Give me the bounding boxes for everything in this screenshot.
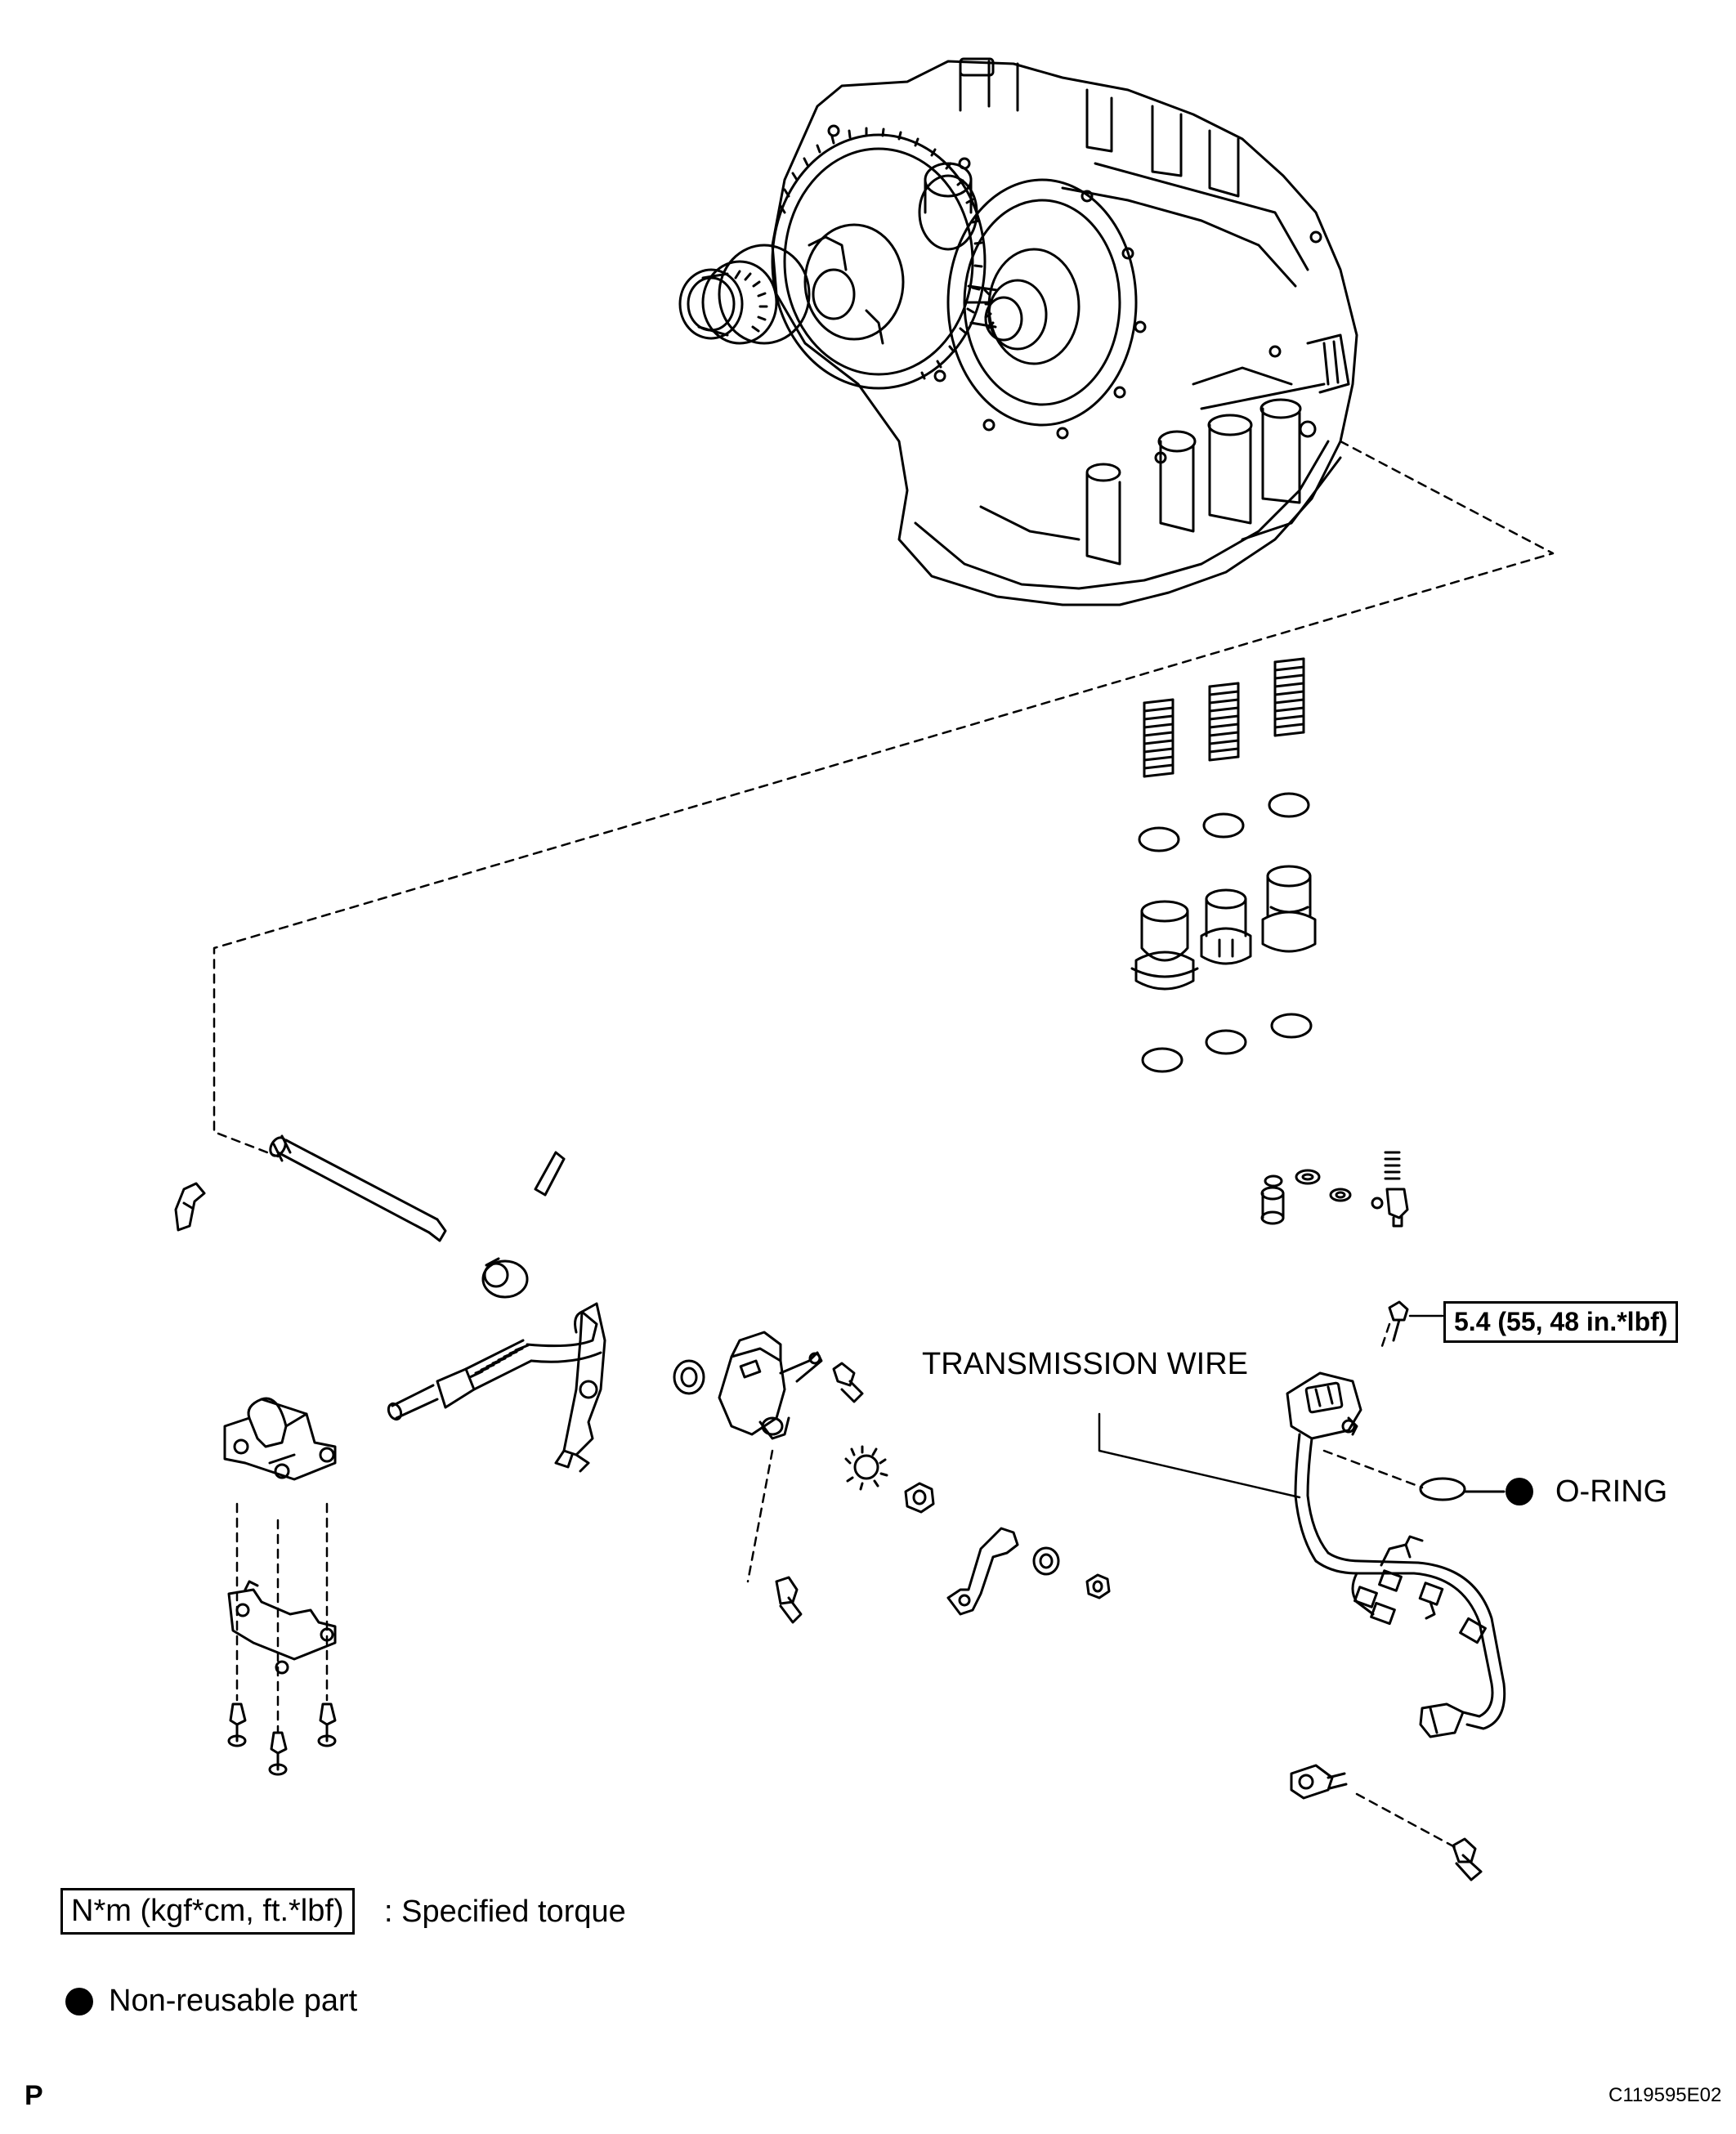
o-ring-label: O-RING	[1555, 1474, 1668, 1509]
manual-valve-lever	[946, 1527, 1019, 1616]
cable-bracket-upper	[223, 1397, 337, 1481]
leader-lines	[1098, 1314, 1444, 1499]
torque-spec-callout: 5.4 (55, 48 in.*lbf)	[1443, 1301, 1679, 1343]
spacer-collar	[481, 1257, 529, 1299]
non-reusable-legend-marker	[65, 1988, 93, 2015]
washer-ring	[673, 1359, 705, 1395]
switch-mount-bolt	[775, 1576, 803, 1624]
page-letter: P	[25, 2080, 43, 2111]
dashed-guide-lines	[213, 440, 1555, 1849]
figure-code: C119595E02	[1608, 2084, 1722, 2106]
bracket-bolts	[227, 1702, 337, 1776]
small-washer	[1032, 1546, 1060, 1576]
hex-nut-small	[1085, 1573, 1111, 1599]
transaxle-assembly-illustration	[678, 57, 1358, 606]
accumulator-springs	[1143, 657, 1305, 778]
transmission-wire-harness	[1286, 1300, 1506, 1738]
small-valve-parts	[1260, 1151, 1409, 1228]
hex-nut-large	[904, 1482, 935, 1514]
harness-clamp	[1290, 1764, 1348, 1800]
non-reusable-marker	[1506, 1478, 1533, 1505]
detent-spring-clip	[174, 1182, 206, 1232]
transmission-wire-label: TRANSMISSION WIRE	[922, 1347, 1249, 1381]
torque-legend-box: N*m (kgf*cm, ft.*lbf)	[60, 1888, 355, 1935]
non-reusable-legend-label: Non-reusable part	[109, 1984, 358, 2018]
switch-bolt	[832, 1362, 864, 1403]
harness-o-ring	[1419, 1477, 1506, 1501]
cable-bracket-lower	[227, 1580, 337, 1675]
accumulator-pistons	[1130, 865, 1317, 991]
manual-valve-shaft	[269, 1134, 447, 1242]
torque-legend-desc: : Specified torque	[384, 1895, 626, 1929]
lower-o-rings	[1141, 1013, 1313, 1073]
park-neutral-position-switch	[718, 1331, 823, 1440]
spring-pin	[534, 1151, 566, 1197]
upper-o-rings	[1138, 792, 1310, 852]
parking-lock-rod	[387, 1302, 606, 1473]
clamp-bolt	[1452, 1837, 1483, 1881]
lock-plate-washer	[844, 1445, 888, 1491]
